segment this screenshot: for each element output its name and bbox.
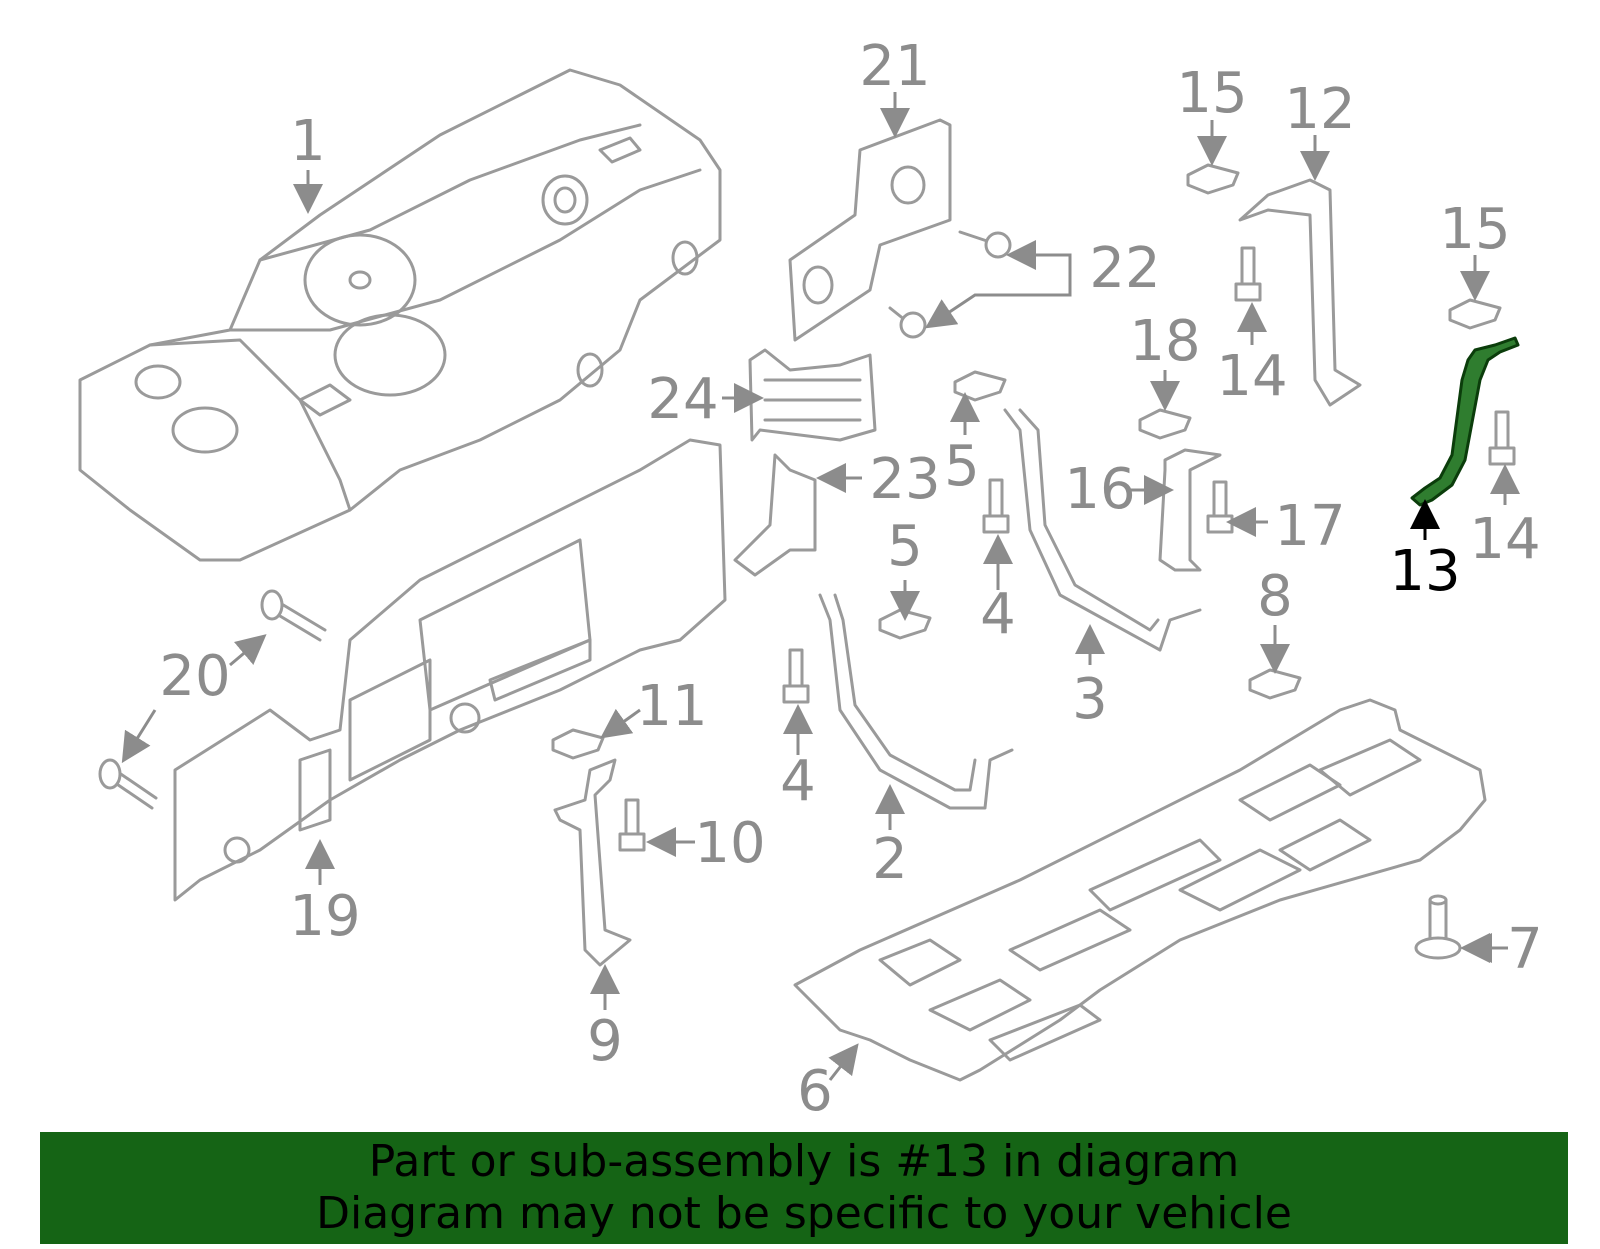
- clip-8: [1248, 668, 1302, 700]
- bolt-17: [1206, 480, 1234, 534]
- callout-15a: 15: [1176, 61, 1247, 126]
- callout-19: 19: [289, 884, 360, 949]
- callout-5a: 5: [944, 434, 980, 499]
- callout-1: 1: [290, 109, 326, 174]
- callout-17: 17: [1274, 494, 1345, 559]
- fuel-tank-shield: [173, 438, 727, 902]
- callout-20: 20: [159, 644, 230, 709]
- callout-2: 2: [872, 827, 908, 892]
- bolt-22: [888, 230, 1012, 339]
- bolt-10: [618, 798, 646, 852]
- callout-23: 23: [869, 447, 940, 512]
- notice-banner: Part or sub-assembly is #13 in diagram D…: [40, 1132, 1568, 1244]
- callout-9: 9: [587, 1009, 623, 1074]
- bolt-20: [98, 589, 327, 810]
- callout-10: 10: [694, 811, 765, 876]
- clip-11: [551, 728, 605, 760]
- bracket-9: [553, 758, 632, 967]
- callout-22: 22: [1089, 236, 1160, 301]
- callout-14b: 14: [1469, 507, 1540, 572]
- bolt-14a: [1234, 246, 1262, 302]
- clip-18: [1138, 408, 1192, 440]
- fuel-tank: [78, 68, 722, 562]
- bolt-4b: [782, 648, 810, 704]
- bracket-23: [733, 453, 817, 577]
- callout-18: 18: [1129, 309, 1200, 374]
- callout-8: 8: [1257, 564, 1293, 629]
- strap-13-highlighted: [1410, 336, 1520, 507]
- strap-2: [818, 593, 1014, 810]
- clip-15b: [1448, 298, 1502, 330]
- callout-21: 21: [859, 34, 930, 99]
- callout-12: 12: [1284, 77, 1355, 142]
- bolt-4a: [982, 478, 1010, 534]
- clip-5a: [953, 370, 1007, 402]
- callout-11: 11: [636, 674, 707, 739]
- callout-5b: 5: [887, 514, 923, 579]
- bracket-21: [788, 118, 952, 342]
- callout-7: 7: [1507, 917, 1543, 982]
- leader-lines: [121, 92, 1520, 1081]
- callout-6: 6: [797, 1059, 833, 1124]
- skid-plate-6: [793, 698, 1487, 1082]
- bracket-16: [1158, 448, 1222, 572]
- notice-line-2: Diagram may not be specific to your vehi…: [316, 1188, 1292, 1239]
- callout-4a: 4: [980, 582, 1016, 647]
- callout-13: 13: [1389, 539, 1460, 604]
- parts-diagram: 1 21 15 12 15 22 18 14 24 23 5 16 17 13 …: [78, 34, 1543, 1124]
- callout-3: 3: [1072, 667, 1108, 732]
- callout-24: 24: [647, 367, 718, 432]
- strap-3: [1003, 408, 1202, 652]
- bolt-14b: [1488, 410, 1516, 466]
- strap-12: [1238, 178, 1362, 407]
- notice-line-1: Part or sub-assembly is #13 in diagram: [368, 1136, 1240, 1187]
- callout-16: 16: [1064, 457, 1135, 522]
- pin-7: [1414, 894, 1462, 960]
- heat-shield-24: [748, 348, 877, 442]
- callout-14a: 14: [1216, 344, 1287, 409]
- clip-15a: [1186, 163, 1240, 195]
- callout-15b: 15: [1439, 197, 1510, 262]
- callout-4b: 4: [780, 749, 816, 814]
